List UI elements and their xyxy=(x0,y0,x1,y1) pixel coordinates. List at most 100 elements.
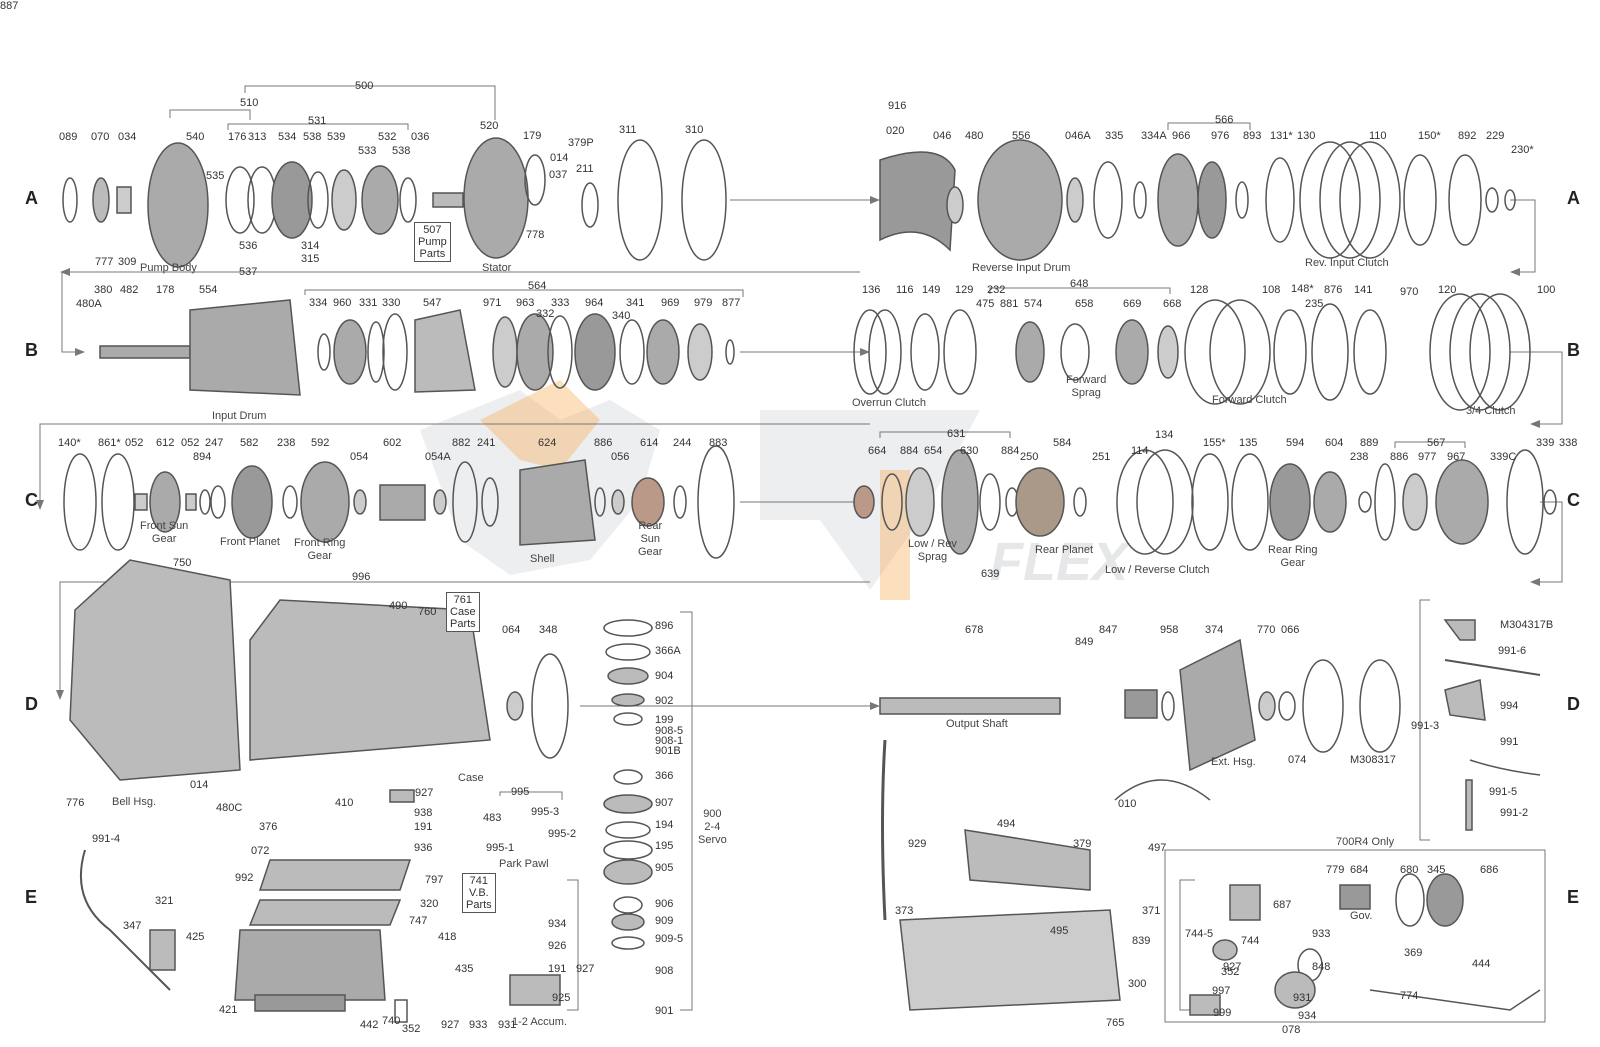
part-number-label: 247 xyxy=(205,437,224,449)
part-number-label: 052 xyxy=(125,437,144,449)
part-number-label: 884 xyxy=(900,445,919,457)
part-number-label: 315 xyxy=(301,253,320,265)
part-number-label: 536 xyxy=(239,240,258,252)
part-number-label: 539 xyxy=(327,131,346,143)
part-number-label: 191 xyxy=(414,821,433,833)
part-number-label: 991-3 xyxy=(1411,720,1440,732)
part-number-label: 232 xyxy=(987,284,1006,296)
row-letter-e-right: E xyxy=(1567,887,1580,907)
caption-shell: Shell xyxy=(530,553,555,565)
part-number-label: 089 xyxy=(59,131,78,143)
part-number-label: 510 xyxy=(240,97,259,109)
part-number-label: 908 xyxy=(655,965,674,977)
part-number-label: 191 xyxy=(548,963,567,975)
caption-rear-ring-gear: Rear Ring Gear xyxy=(1268,544,1318,570)
part-number-label: 078 xyxy=(1282,1024,1301,1036)
caption-bell-hsg: Bell Hsg. xyxy=(112,796,157,808)
part-number-label: 332 xyxy=(536,308,555,320)
part-number-label: 901 xyxy=(655,1005,674,1017)
part-number-label: 155* xyxy=(1203,437,1226,449)
part-number-label: 639 xyxy=(981,568,1000,580)
part-number-label: 847 xyxy=(1099,624,1118,636)
caption-rev-input-clutch: Rev. Input Clutch xyxy=(1305,257,1389,269)
part-number-label: 963 xyxy=(516,297,535,309)
part-number-label: 904 xyxy=(655,670,674,682)
part-number-label: 933 xyxy=(469,1019,488,1031)
part-number-label: 333 xyxy=(551,297,570,309)
part-number-label: 052 xyxy=(181,437,200,449)
part-number-label: 960 xyxy=(333,297,352,309)
part-number-label: 927 xyxy=(1223,961,1242,973)
part-number-label: 338 xyxy=(1559,437,1578,449)
part-number-label: 054 xyxy=(350,451,369,463)
part-number-label: 490 xyxy=(389,600,408,612)
row-letter-e-left: E xyxy=(25,887,38,907)
caption-case: Case xyxy=(458,772,484,784)
part-number-label: 931 xyxy=(498,1019,517,1031)
row-letter-a-left: A xyxy=(25,188,38,208)
part-number-label: 320 xyxy=(420,898,439,910)
part-number-label: 064 xyxy=(502,624,521,636)
part-number-label: 114 xyxy=(1131,445,1149,457)
part-number-label: 933 xyxy=(1312,928,1331,940)
part-number-label: 480A xyxy=(76,298,102,310)
part-number-label: 371 xyxy=(1142,905,1161,917)
caption-700r4-only: 700R4 Only xyxy=(1336,836,1395,848)
row-letter-b-left: B xyxy=(25,340,38,360)
part-number-label: 979 xyxy=(694,297,713,309)
part-number-label: 976 xyxy=(1211,130,1230,142)
part-number-label: 566 xyxy=(1215,114,1234,126)
caption-front-sun-gear: Front Sun Gear xyxy=(140,520,188,546)
part-number-label: 995-3 xyxy=(531,806,560,818)
part-number-label: 366 xyxy=(655,770,674,782)
part-number-label: 345 xyxy=(1427,864,1446,876)
part-number-label: 669 xyxy=(1123,298,1142,310)
part-number-label: 678 xyxy=(965,624,984,636)
part-number-label: 908-1 xyxy=(655,735,684,747)
part-number-label: 066 xyxy=(1281,624,1300,636)
part-number-label: 034 xyxy=(118,131,137,143)
part-number-label: 379 xyxy=(1073,838,1092,850)
part-number-label: 135 xyxy=(1239,437,1258,449)
part-number-label: 475 xyxy=(976,298,995,310)
part-number-label: 905 xyxy=(655,862,674,874)
part-number-label: 136 xyxy=(862,284,881,296)
part-number-label: 664 xyxy=(868,445,887,457)
caption-servo: 900 2-4 Servo xyxy=(698,808,727,847)
part-number-label: 881 xyxy=(1000,298,1019,310)
part-number-label: 927 xyxy=(415,787,434,799)
part-number-label: M304317B xyxy=(1500,619,1554,631)
part-number-label: 684 xyxy=(1350,864,1369,876)
part-number-label: 176 xyxy=(228,131,247,143)
part-number-label: 379P xyxy=(568,137,594,149)
part-number-label: 995 xyxy=(511,786,530,798)
part-number-label: 931 xyxy=(1293,992,1312,1004)
part-number-label: 574 xyxy=(1024,298,1043,310)
part-number-label: 839 xyxy=(1132,935,1151,947)
part-number-label: 020 xyxy=(886,125,905,137)
part-number-label: 849 xyxy=(1075,636,1094,648)
part-number-label: 334A xyxy=(1141,130,1167,142)
caption-one-two-accum: 1-2 Accum. xyxy=(512,1016,568,1028)
part-number-label: 347 xyxy=(123,920,142,932)
part-number-label: 556 xyxy=(1012,130,1031,142)
part-number-label: 229 xyxy=(1486,130,1505,142)
part-number-label: 977 xyxy=(1418,451,1437,463)
part-number-label: 554 xyxy=(199,284,218,296)
part-number-label: 010 xyxy=(1118,798,1137,810)
part-number-label: 500 xyxy=(355,80,374,92)
row-letter-d-right: D xyxy=(1567,694,1580,714)
part-number-label: 958 xyxy=(1160,624,1179,636)
part-number-label: 687 xyxy=(1273,899,1292,911)
part-number-label: 056 xyxy=(611,451,630,463)
part-number-label: 410 xyxy=(335,797,354,809)
part-number-label: 614 xyxy=(640,437,659,449)
caption-pump-body: Pump Body xyxy=(140,262,197,274)
part-number-label: 014 xyxy=(550,152,569,164)
part-number-label: 991-2 xyxy=(1500,807,1529,819)
box-vb-parts: 741 V.B. Parts xyxy=(462,873,496,913)
part-number-label: 366A xyxy=(655,645,681,657)
part-number-label: 906 xyxy=(655,898,674,910)
box-vb-parts-text: 741 V.B. Parts xyxy=(466,875,492,911)
